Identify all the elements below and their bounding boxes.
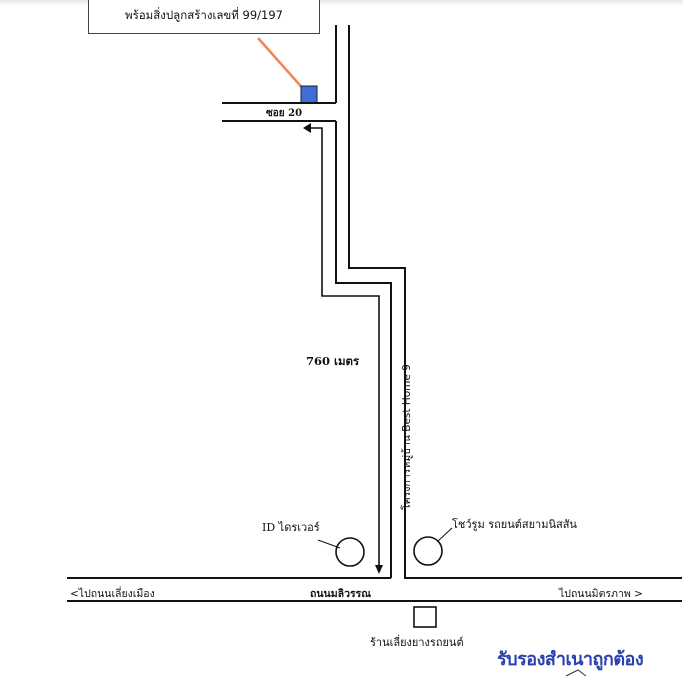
showroom-landmark-circle <box>413 536 443 566</box>
target-plot-marker <box>300 85 318 104</box>
signature-scribble <box>565 669 587 677</box>
route-arrowhead-soi <box>303 123 311 133</box>
direction-right-label: ไปถนนมิตรภาพ > <box>559 588 643 600</box>
route-arrowhead-main <box>375 565 383 574</box>
main-road-label: ถนนมลิวรรณ <box>310 588 371 600</box>
side-road-right-edge <box>348 25 682 579</box>
id-driver-leader <box>317 539 341 549</box>
tire-shop-label: ร้านเลี่ยงยางรถยนต์ <box>370 636 464 649</box>
showroom-label: โชว์รูม รถยนต์สยามนิสสัน <box>452 518 577 531</box>
showroom-leader <box>437 527 453 542</box>
tire-shop-marker <box>413 606 437 628</box>
soi-label: ซอย 20 <box>266 108 303 119</box>
route-path-line <box>307 127 380 568</box>
direction-left-label: <ไปถนนเลี่ยงเมือง <box>70 588 155 600</box>
side-road-left-edge <box>335 121 392 578</box>
id-driver-landmark-circle <box>335 537 365 567</box>
certified-copy-stamp: รับรองสำเนาถูกต้อง <box>497 649 644 670</box>
address-callout-box: พร้อมสิ่งปลูกสร้างเลขที่ 99/197 <box>88 0 320 34</box>
distance-label: 760 เมตร <box>306 354 360 368</box>
id-driver-label: ID ไดรเวอร์ <box>262 521 320 534</box>
address-callout-text: พร้อมสิ่งปลูกสร้างเลขที่ 99/197 <box>125 8 283 22</box>
project-label: โครงการหมู่บ้าน Best Home 9 <box>401 364 413 510</box>
callout-pointer-line <box>257 37 307 93</box>
